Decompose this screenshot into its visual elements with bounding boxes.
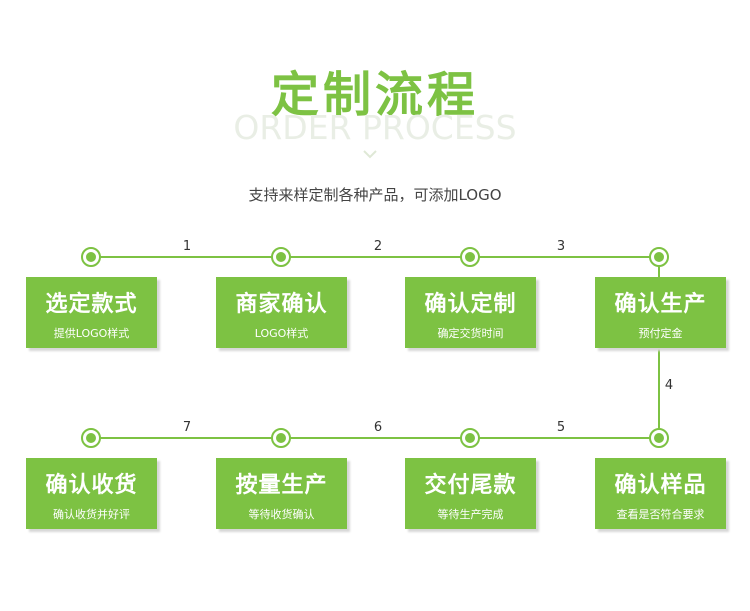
step-subtitle: LOGO样式: [254, 327, 309, 340]
step-card-confirm-receipt: 确认收货 确认收货并好评: [26, 458, 157, 529]
step-subtitle: 预付定金: [638, 327, 683, 340]
step-title: 确认生产: [614, 292, 707, 317]
step-card-confirm-production: 确认生产 预付定金: [595, 277, 726, 348]
page-subtitle: ORDER PROCESS: [233, 108, 517, 147]
step-subtitle: 查看是否符合要求: [616, 508, 705, 521]
step-card-confirm-custom: 确认定制 确定交货时间: [405, 277, 536, 348]
page-description: 支持来样定制各种产品，可添加LOGO: [248, 186, 502, 204]
step-title: 确认定制: [424, 292, 517, 317]
step-title: 交付尾款: [424, 473, 517, 498]
step-card-mass-production: 按量生产 等待收货确认: [216, 458, 347, 529]
connector-label-1: 1: [182, 239, 192, 254]
step-subtitle: 提供LOGO样式: [53, 327, 130, 340]
step-card-merchant-confirm: 商家确认 LOGO样式: [216, 277, 347, 348]
flow-node-icon: [460, 247, 480, 267]
connector-label-2: 2: [373, 239, 383, 254]
chevron-down-icon: [363, 150, 377, 159]
flow-node-icon: [271, 247, 291, 267]
connector-label-4: 4: [664, 378, 674, 393]
flow-node-icon: [649, 428, 669, 448]
step-title: 按量生产: [235, 473, 328, 498]
page-title: 定制流程: [270, 67, 479, 123]
step-subtitle: 等待生产完成: [437, 508, 504, 521]
flow-node-icon: [81, 247, 101, 267]
step-title: 确认样品: [614, 473, 707, 498]
flow-node-icon: [81, 428, 101, 448]
step-card-select-style: 选定款式 提供LOGO样式: [26, 277, 157, 348]
flow-node-icon: [649, 247, 669, 267]
step-subtitle: 确认收货并好评: [53, 508, 130, 521]
step-title: 选定款式: [45, 292, 138, 317]
step-card-final-payment: 交付尾款 等待生产完成: [405, 458, 536, 529]
step-title: 确认收货: [45, 473, 138, 498]
flow-node-icon: [271, 428, 291, 448]
connector-label-3: 3: [556, 239, 566, 254]
connector-label-7: 7: [182, 420, 192, 435]
flow-node-icon: [460, 428, 480, 448]
step-subtitle: 等待收货确认: [248, 508, 315, 521]
connector-label-5: 5: [556, 420, 566, 435]
step-title: 商家确认: [235, 292, 328, 317]
connector-label-6: 6: [373, 420, 383, 435]
step-card-confirm-sample: 确认样品 查看是否符合要求: [595, 458, 726, 529]
step-subtitle: 确定交货时间: [437, 327, 504, 340]
